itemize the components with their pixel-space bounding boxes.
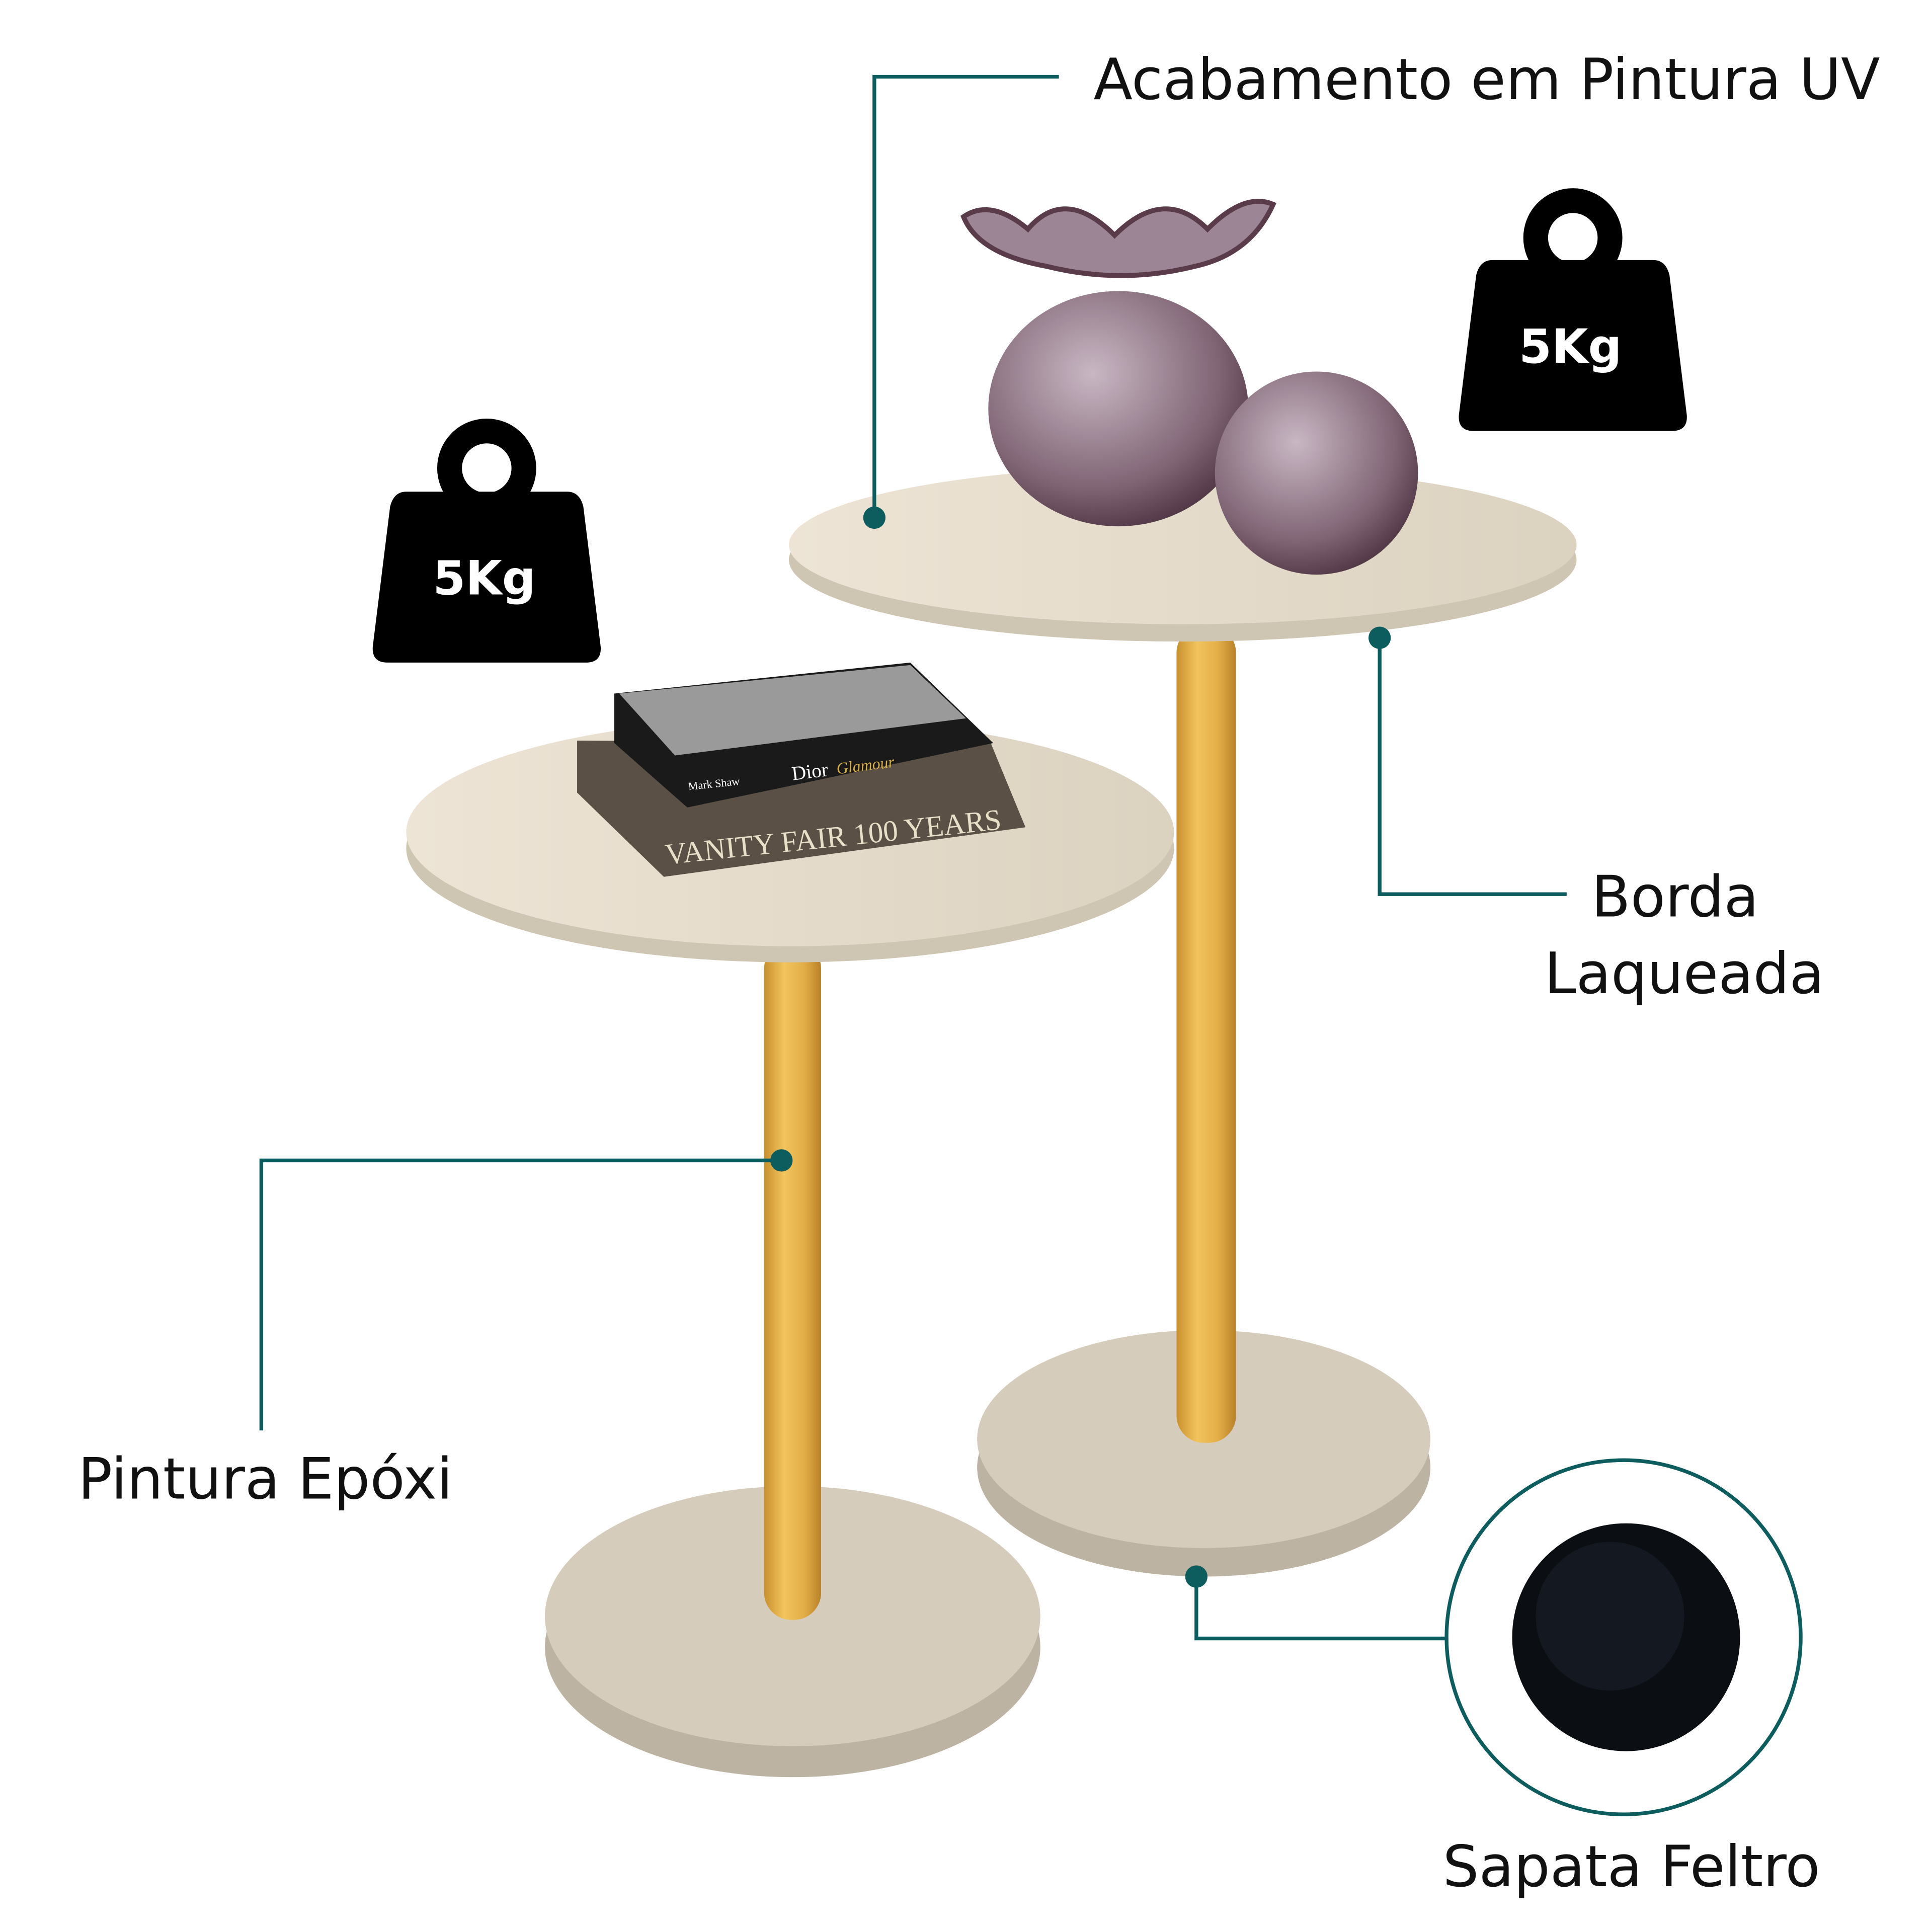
tall-side-table	[789, 465, 1577, 1577]
short-side-table	[406, 718, 1174, 1778]
short-table-pole	[764, 941, 821, 1620]
label-epoxy: Pintura Epóxi	[78, 1445, 453, 1512]
weight-icon-large-table: 5Kg	[1459, 188, 1687, 431]
callout-dot-edge	[1369, 626, 1391, 649]
glass-sphere	[1215, 371, 1418, 575]
felt-pad-texture	[1536, 1542, 1684, 1691]
weight-label-large-table: 5Kg	[1519, 319, 1622, 374]
label-uv-finish: Acabamento em Pintura UV	[1094, 46, 1880, 113]
callout-felt	[1194, 1576, 1447, 1641]
callout-dot-felt	[1185, 1565, 1208, 1588]
callout-dot-epoxy	[770, 1149, 793, 1172]
callout-uv-finish	[872, 74, 1059, 518]
label-felt-foot: Sapata Feltro	[1443, 1833, 1820, 1900]
weight-label-small-table: 5Kg	[433, 551, 535, 606]
book-dior-title: Dior	[790, 758, 829, 784]
label-edge-line2: Laqueada	[1545, 940, 1824, 1007]
tall-table-pole	[1176, 625, 1236, 1443]
book-dior-cover-photo	[619, 665, 966, 756]
callout-edge	[1378, 637, 1567, 896]
callout-dot-uv-finish	[863, 506, 886, 529]
glass-vase	[960, 199, 1277, 527]
weight-icon-small-table: 5Kg	[372, 419, 601, 663]
callout-epoxy	[259, 1158, 782, 1431]
label-edge-line1: Borda	[1591, 864, 1759, 930]
